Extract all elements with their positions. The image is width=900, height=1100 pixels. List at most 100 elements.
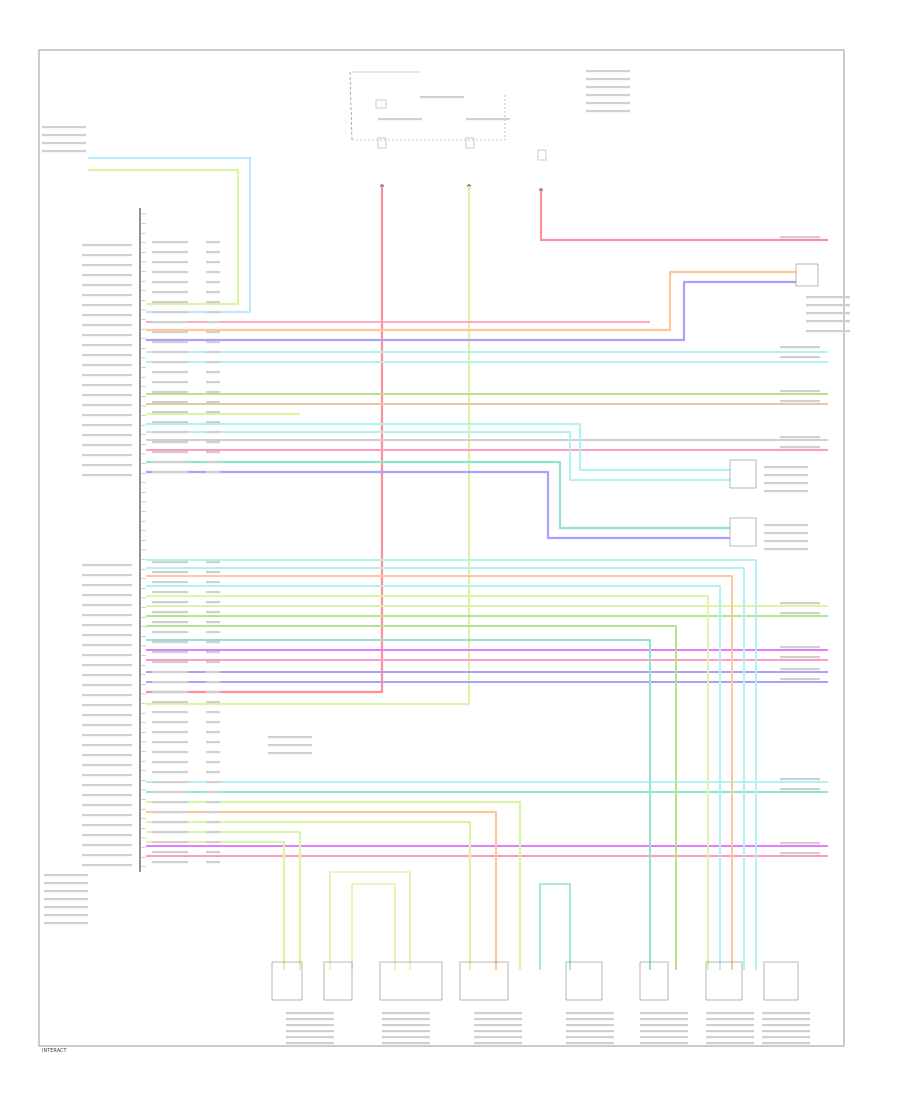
wire-gauge-label: [206, 391, 220, 394]
sensor-caption: [706, 1036, 754, 1039]
annotation-text: [764, 524, 808, 527]
right-wire-label: [780, 646, 820, 649]
wire-color-label: [152, 241, 188, 244]
wire-color-label: [152, 701, 188, 704]
wire-gauge-label: [206, 461, 220, 464]
pin-function-label: [82, 794, 132, 797]
wire-gauge-label: [206, 781, 220, 784]
pin-function-label: [82, 824, 132, 827]
wire-trace: [146, 585, 721, 970]
wire-trace: [146, 840, 286, 970]
wire-trace: [146, 186, 471, 706]
right-wire-label: [780, 400, 820, 403]
annotation-text: [806, 304, 850, 307]
sensor-caption: [382, 1036, 430, 1039]
annotation-text: [764, 482, 808, 485]
wire-color-label: [152, 791, 188, 794]
pin-function-label: [82, 574, 132, 577]
wire-gauge-label: [206, 841, 220, 844]
annotation-text: [586, 70, 630, 73]
wire-gauge-label: [206, 801, 220, 804]
wire-trace: [146, 595, 709, 970]
wire-gauge-label: [206, 591, 220, 594]
wire-color-label: [152, 781, 188, 784]
wire-gauge-label: [206, 661, 220, 664]
wire-gauge-label: [206, 421, 220, 424]
pin-function-label: [82, 364, 132, 367]
sensor-caption: [474, 1018, 522, 1021]
annotation-text: [764, 540, 808, 543]
sensor-caption: [566, 1036, 614, 1039]
wire-trace: [146, 800, 522, 970]
wire-gauge-label: [206, 341, 220, 344]
wire-trace: [539, 190, 828, 242]
sensor-caption: [286, 1018, 334, 1021]
right-wire-label: [780, 390, 820, 393]
wire-gauge-label: [206, 381, 220, 384]
sensor-caption: [566, 1018, 614, 1021]
wire-color-label: [152, 381, 188, 384]
wire-gauge-label: [206, 411, 220, 414]
module-pin-rows: [140, 213, 146, 868]
pin-function-label: [82, 414, 132, 417]
wire-color-label: [152, 321, 188, 324]
wire-color-label: [152, 771, 188, 774]
sensor-caption: [640, 1030, 688, 1033]
wire-color-label: [152, 291, 188, 294]
annotation-text: [806, 296, 850, 299]
wire-trace: [146, 186, 384, 694]
wire-gauge-label: [206, 321, 220, 324]
pin-function-label: [82, 704, 132, 707]
pin-function-label: [82, 674, 132, 677]
annotation-text: [806, 320, 850, 323]
right-wire-label: [780, 656, 820, 659]
wire-trace: [146, 575, 733, 970]
wire-color-label: [152, 741, 188, 744]
pin-function-label: [82, 844, 132, 847]
sensor-caption: [474, 1030, 522, 1033]
wire-trace: [146, 470, 730, 540]
pin-function-label: [82, 334, 132, 337]
annotation-text: [44, 882, 88, 885]
wire-trace: [88, 156, 252, 314]
annotation-text: [44, 914, 88, 917]
pin-function-label: [82, 374, 132, 377]
wire-gauge-label: [206, 771, 220, 774]
pin-function-label: [82, 404, 132, 407]
wire-traces: [88, 156, 828, 970]
sensor-caption: [762, 1036, 810, 1039]
pin-function-label: [82, 294, 132, 297]
wire-gauge-label: [206, 431, 220, 434]
wire-gauge-label: [206, 451, 220, 454]
wire-gauge-label: [206, 471, 220, 474]
wire-trace: [146, 280, 796, 342]
wire-color-label: [152, 861, 188, 864]
right-connectors: [729, 263, 819, 547]
wire-color-label: [152, 841, 188, 844]
wire-color-label: [152, 721, 188, 724]
wire-gauge-label: [206, 301, 220, 304]
pin-function-label: [82, 464, 132, 467]
pin-function-label: [82, 854, 132, 857]
annotation-text: [764, 474, 808, 477]
sensor-caption: [566, 1024, 614, 1027]
wire-color-label: [152, 561, 188, 564]
right-wire-label: [780, 788, 820, 791]
sensor-caption: [706, 1018, 754, 1021]
wire-color-label: [152, 441, 188, 444]
annotation-text: [466, 118, 510, 121]
wire-gauge-label: [206, 351, 220, 354]
wire-gauge-label: [206, 261, 220, 264]
sensor-caption: [286, 1036, 334, 1039]
wire-gauge-label: [206, 571, 220, 574]
wire-color-label: [152, 711, 188, 714]
wire-gauge-label: [206, 601, 220, 604]
wire-trace: [146, 830, 302, 970]
wire-trace: [146, 810, 498, 970]
sensor-caption: [382, 1012, 430, 1015]
wire-color-label: [152, 671, 188, 674]
wire-gauge-label: [206, 651, 220, 654]
pin-function-label: [82, 804, 132, 807]
pin-function-label: [82, 784, 132, 787]
annotation-text: [764, 532, 808, 535]
